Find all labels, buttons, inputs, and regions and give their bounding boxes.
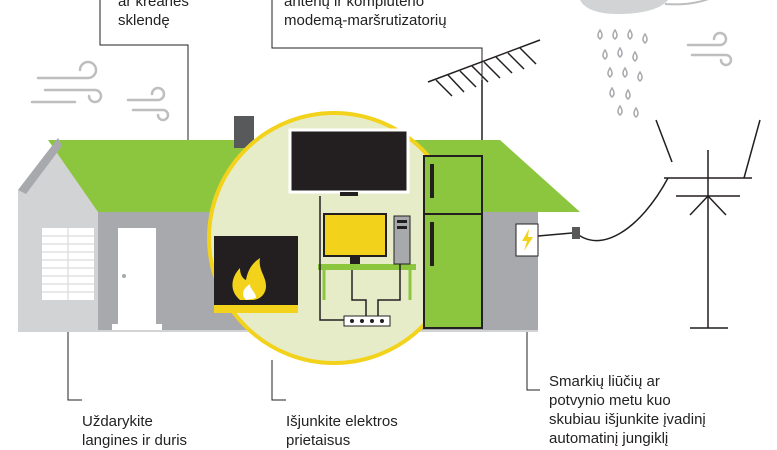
label-close-damper: ar kreanes sklendę	[118, 0, 189, 29]
computer-desk	[318, 213, 416, 300]
leader-line-top-mid	[271, 0, 483, 80]
television	[288, 128, 410, 196]
wind-icon	[126, 86, 170, 122]
refrigerator	[423, 155, 483, 329]
fireplace	[214, 236, 298, 313]
chimney	[234, 116, 254, 148]
label-unplug-antenna-modem: antenų ir kompiuterio modemą-maršrutizat…	[284, 0, 447, 29]
house-roof-edge	[18, 138, 62, 194]
interior-highlight	[207, 111, 483, 365]
antenna-icon	[427, 39, 541, 150]
label-turn-off-main-switch: Smarkių liūčių ar potvynio metu kuo skub…	[549, 373, 706, 447]
label-turn-off-appliances: Išjunkite elektros prietaisus	[286, 413, 398, 449]
cables	[319, 196, 401, 321]
label-close-shutters-doors: Uždarykite langines ir duris	[82, 413, 188, 449]
computer-monitor	[323, 213, 387, 257]
leader-line-bottom-mid	[271, 360, 286, 401]
wind-icon	[30, 60, 103, 104]
lightning-icon	[522, 229, 533, 251]
power-strip	[343, 315, 391, 327]
leader-line-bottom-left	[67, 330, 82, 401]
rain-cloud-icon	[580, 0, 709, 118]
fire-icon	[232, 258, 266, 300]
wind-icon	[686, 31, 733, 67]
power-pole-icon	[574, 119, 761, 329]
computer-tower	[393, 215, 411, 265]
